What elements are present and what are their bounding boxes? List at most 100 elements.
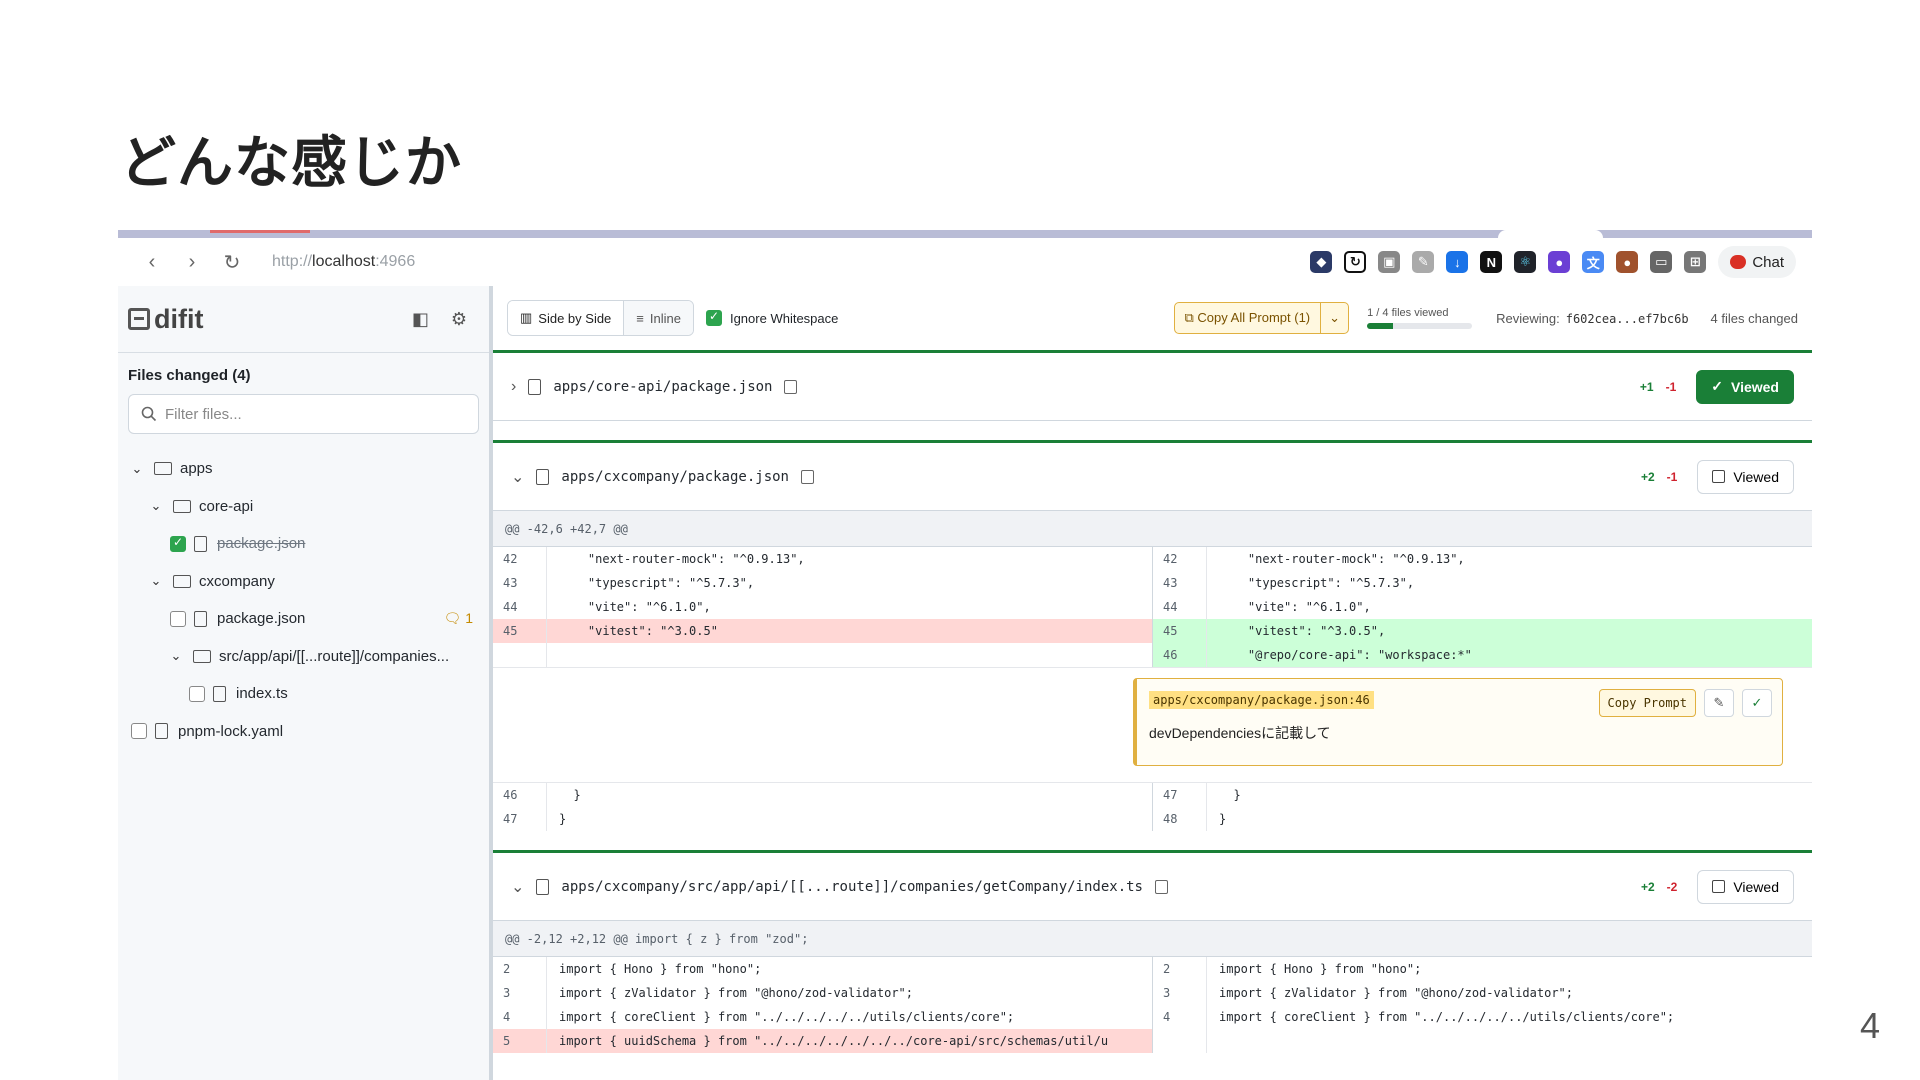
copy-icon[interactable] xyxy=(800,469,814,484)
react-devtools-icon[interactable]: ⚛ xyxy=(1514,251,1537,273)
diff-line[interactable]: 42 "next-router-mock": "^0.9.13", xyxy=(493,547,1152,571)
diff-line[interactable]: 47} xyxy=(493,807,1152,831)
notion-icon[interactable]: N xyxy=(1480,251,1503,273)
code-text: "vitest": "^3.0.5", xyxy=(1219,624,1386,638)
check-icon[interactable]: ✓ xyxy=(1742,689,1772,717)
folder-icon xyxy=(173,499,191,513)
chevron-down-icon[interactable]: ⌄ xyxy=(511,468,525,486)
cookie-icon[interactable]: ● xyxy=(1616,251,1639,273)
viewed-button[interactable]: Viewed xyxy=(1697,459,1794,494)
viewed-checkbox[interactable] xyxy=(170,535,186,552)
diff-line[interactable] xyxy=(493,643,1152,667)
code-text: } xyxy=(559,788,581,802)
sidebar-toggle-icon[interactable]: ◧ xyxy=(411,308,429,329)
chevron-down-icon[interactable]: ⌄ xyxy=(511,878,525,896)
chevron-down-icon: ⌄ xyxy=(1329,310,1341,325)
line-number: 42 xyxy=(1153,547,1207,571)
tree-file-pnpm-lock[interactable]: pnpm-lock.yaml xyxy=(118,713,489,751)
tree-folder-core-api[interactable]: ⌄core-api xyxy=(118,488,489,526)
copy-icon[interactable] xyxy=(1155,879,1168,894)
ignore-whitespace-toggle[interactable]: Ignore Whitespace xyxy=(705,309,838,326)
line-number: 3 xyxy=(1153,981,1207,1005)
extension-icon[interactable]: ⊞ xyxy=(1684,251,1707,273)
file-separator xyxy=(493,831,1812,853)
diff-line[interactable]: 46 } xyxy=(493,783,1152,807)
inline-button[interactable]: ≡Inline xyxy=(624,301,693,335)
copy-all-prompt-button[interactable]: ⧉ Copy All Prompt (1) xyxy=(1175,303,1321,333)
search-icon xyxy=(141,406,157,422)
download-icon[interactable]: ↓ xyxy=(1446,251,1469,273)
code-text: "vite": "^6.1.0", xyxy=(1219,600,1371,614)
diff-line[interactable]: 45 "vitest": "^3.0.5" xyxy=(493,619,1152,643)
code-text: } xyxy=(559,812,567,826)
ignore-whitespace-checkbox[interactable] xyxy=(705,309,722,326)
hunk-header[interactable]: @@ -2,12 +2,12 @@ import { z } from "zod… xyxy=(493,921,1812,957)
tree-folder-apps[interactable]: ⌄apps xyxy=(118,450,489,488)
viewed-button[interactable]: ✓Viewed xyxy=(1696,369,1794,404)
extension-icon[interactable]: ● xyxy=(1548,251,1571,273)
copy-all-dropdown[interactable]: ⌄ xyxy=(1320,303,1348,333)
chevron-down-icon[interactable]: ⌄ xyxy=(170,648,182,664)
hunk-header[interactable]: @@ -42,6 +42,7 @@ xyxy=(493,511,1812,547)
viewed-checkbox[interactable] xyxy=(170,610,186,627)
comment-row: apps/cxcompany/package.json:46 devDepend… xyxy=(493,667,1812,783)
extension-icon[interactable]: ▭ xyxy=(1650,251,1673,273)
logo-row: difit ◧ ⚙ xyxy=(118,286,489,353)
code-text: "next-router-mock": "^0.9.13", xyxy=(559,552,805,566)
diff-line[interactable]: 48} xyxy=(1153,807,1812,831)
code-text: import { zValidator } from "@hono/zod-va… xyxy=(1219,986,1574,1000)
back-icon[interactable]: ‹ xyxy=(148,250,156,273)
chat-button[interactable]: Chat xyxy=(1718,246,1796,278)
copy-prompt-button[interactable]: Copy Prompt xyxy=(1598,689,1696,717)
diff-line[interactable]: 43 "typescript": "^5.7.3", xyxy=(493,571,1152,595)
tree-file-cxcompany-package-json[interactable]: package.json 🗨 1 xyxy=(118,600,489,638)
side-by-side-button[interactable]: ▥Side by Side xyxy=(508,301,625,335)
viewed-button[interactable]: Viewed xyxy=(1697,869,1794,904)
diff-line[interactable]: 3 import { zValidator } from "@hono/zod-v… xyxy=(1153,981,1812,1005)
gear-icon[interactable]: ⚙ xyxy=(450,308,467,329)
viewed-checkbox[interactable] xyxy=(189,685,205,702)
tab-strip xyxy=(118,230,1812,238)
translate-icon[interactable]: 文 xyxy=(1582,251,1605,273)
diff-line[interactable]: 45 "vitest": "^3.0.5", xyxy=(1153,619,1812,643)
tree-file-index-ts[interactable]: index.ts xyxy=(118,675,489,713)
comment-icon: 🗨 xyxy=(443,610,462,627)
chevron-right-icon[interactable]: › xyxy=(511,377,517,395)
extension-icon[interactable]: ✎ xyxy=(1412,251,1435,273)
tree-folder-cxcompany[interactable]: ⌄cxcompany xyxy=(118,563,489,601)
sync-icon[interactable]: ↻ xyxy=(1344,251,1367,273)
code-text: "vite": "^6.1.0", xyxy=(559,600,711,614)
viewed-checkbox[interactable] xyxy=(131,723,147,740)
check-icon: ✓ xyxy=(1711,378,1723,394)
pencil-icon[interactable]: ✎ xyxy=(1704,689,1734,717)
diff-line[interactable]: 46 "@repo/core-api": "workspace:*" xyxy=(1153,643,1812,667)
diff-left-pane: 46 }47} xyxy=(493,783,1153,831)
viewed-progress-fill xyxy=(1367,323,1394,329)
tree-file-core-api-package-json[interactable]: package.json xyxy=(118,525,489,563)
extension-icon[interactable]: ◆ xyxy=(1310,251,1333,273)
camera-icon[interactable]: ▣ xyxy=(1378,251,1401,273)
diff-line[interactable]: 44 "vite": "^6.1.0", xyxy=(493,595,1152,619)
tree-folder-route[interactable]: ⌄src/app/api/[[...route]]/companies... xyxy=(118,638,489,676)
diff-line[interactable]: 43 "typescript": "^5.7.3", xyxy=(1153,571,1812,595)
forward-icon[interactable]: › xyxy=(188,250,196,273)
diff-line[interactable]: 44 "vite": "^6.1.0", xyxy=(1153,595,1812,619)
diff-line[interactable]: 42 "next-router-mock": "^0.9.13", xyxy=(1153,547,1812,571)
diff-line[interactable]: 47 } xyxy=(1153,783,1812,807)
address-field[interactable]: http://localhost:4966 xyxy=(272,253,415,271)
diff-line[interactable] xyxy=(1153,1029,1812,1053)
copy-icon[interactable] xyxy=(784,379,798,394)
chevron-down-icon[interactable]: ⌄ xyxy=(150,498,162,514)
reload-icon[interactable]: ↻ xyxy=(223,251,241,274)
filter-input[interactable] xyxy=(165,405,415,423)
chevron-down-icon[interactable]: ⌄ xyxy=(150,573,162,589)
chevron-down-icon[interactable]: ⌄ xyxy=(131,460,143,476)
url-port: :4966 xyxy=(375,253,416,270)
file-separator xyxy=(493,421,1812,443)
